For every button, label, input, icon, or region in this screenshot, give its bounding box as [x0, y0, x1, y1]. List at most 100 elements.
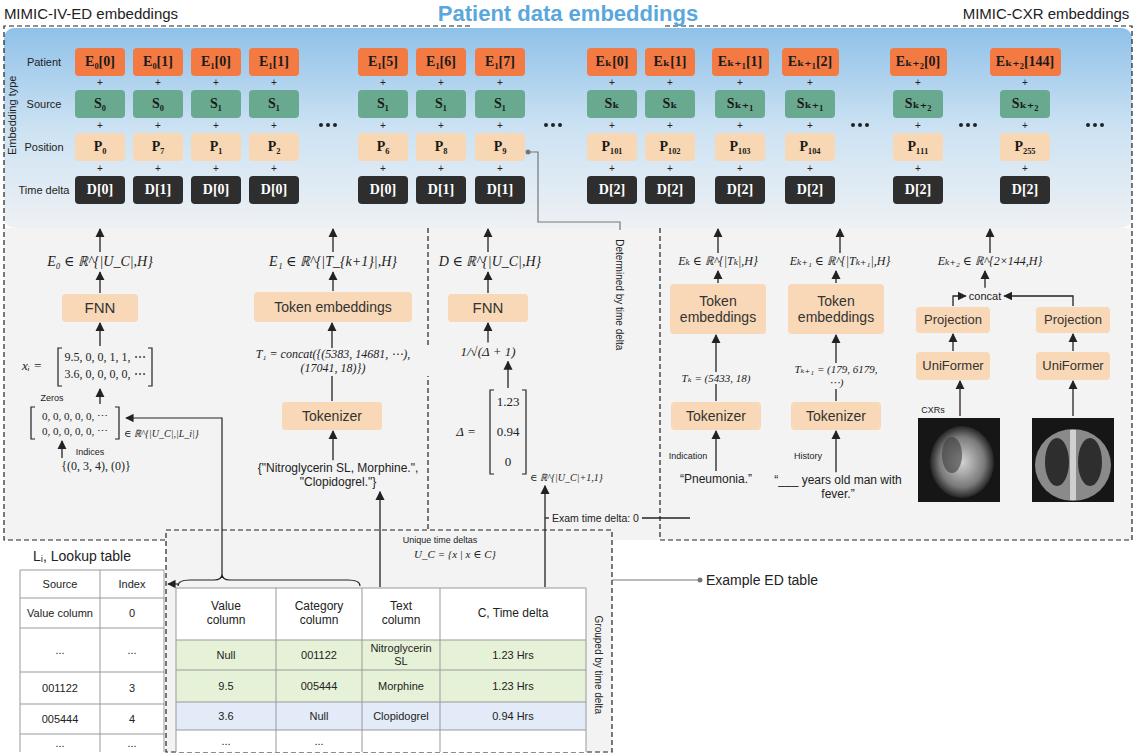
plus-sign: + — [271, 163, 277, 175]
node-text: E₁[7] — [485, 54, 515, 70]
node-text: P₁₀₂ — [659, 139, 680, 155]
embedding-token: D[1] — [475, 176, 525, 204]
flow-arrow — [717, 229, 718, 253]
node-text: P₁₀₁ — [601, 139, 622, 155]
node-text: D[0] — [87, 182, 113, 198]
leader-line — [612, 579, 698, 580]
node-text: P₈ — [435, 139, 448, 155]
text-label: 3 — [129, 682, 135, 695]
ellipsis-dot — [1100, 123, 1104, 127]
process-box: Tokenizer — [671, 402, 761, 430]
flow-arrow — [332, 272, 333, 291]
text-label: 3.6 — [218, 710, 233, 723]
text-label: Eₖ ∈ ℝ^{|Tₖ|,H} — [678, 255, 758, 269]
layout-shape — [942, 437, 962, 473]
node-text: D[2] — [657, 182, 683, 198]
flow-arrow — [99, 323, 100, 346]
plus-sign: + — [438, 77, 444, 89]
table-grid — [176, 588, 586, 752]
plus-sign: + — [609, 163, 615, 175]
embedding-token: Sₖ₊₂ — [893, 90, 943, 118]
leader-line — [642, 517, 690, 518]
embedding-token: Eₖ₊₂[144] — [990, 48, 1061, 76]
node-text: Token embeddings — [678, 293, 758, 325]
text-label: MIMIC-IV-ED embeddings — [4, 5, 178, 22]
node-text: E₁[5] — [368, 54, 398, 70]
node-text: S₁ — [435, 96, 447, 112]
text-label: D ∈ ℝ^{|U_C|,H} — [439, 254, 541, 270]
text-label: Nitroglycerin SL — [364, 642, 438, 667]
text-label: Eₖ₊₂ ∈ ℝ^{2×144,H} — [938, 255, 1043, 269]
flow-arrow — [379, 492, 380, 587]
leader-arrow — [168, 583, 178, 584]
plus-sign: + — [213, 163, 219, 175]
embedding-token: D[2] — [715, 176, 765, 204]
node-text: UniFormer — [1042, 359, 1103, 374]
layout-shape — [319, 123, 1104, 127]
region-divider — [427, 228, 428, 530]
connector — [952, 334, 953, 351]
ellipsis-dot — [851, 123, 855, 127]
lookup-table — [20, 570, 164, 752]
text-label: History — [794, 451, 822, 461]
text-label: ∈ ℝ^{|U_C|+1,1} — [530, 472, 603, 484]
process-box: FNN — [62, 294, 138, 322]
plus-sign: + — [497, 120, 503, 132]
text-label: E₀ ∈ ℝ^{|U_C|,H} — [47, 254, 153, 270]
embedding-token: D[0] — [75, 176, 125, 204]
text-label: 1.23 Hrs — [492, 680, 534, 693]
plus-sign: + — [737, 77, 743, 89]
matrix-bracket — [148, 348, 152, 386]
embedding-token: S₁ — [475, 90, 525, 118]
flow-arrow — [715, 431, 716, 471]
node-text: D[1] — [145, 182, 171, 198]
matrix-bracket — [31, 407, 35, 439]
node-text: D[1] — [487, 182, 513, 198]
node-text: Eₖ[0] — [596, 54, 629, 70]
embedding-token: E₁[0] — [191, 48, 241, 76]
node-text: Sₖ₊₁ — [727, 96, 754, 112]
plus-sign: + — [807, 120, 813, 132]
text-label: ... — [55, 737, 64, 750]
node-text: D[0] — [203, 182, 229, 198]
text-label: Embedding type — [7, 75, 20, 155]
node-text: FNN — [473, 299, 504, 316]
text-label: 9.5, 0, 0, 1, 1, ⋯ — [65, 351, 146, 365]
text-label: ∈ ℝ^{|U_C|,|L_i|} — [124, 428, 199, 440]
plus-sign: + — [737, 163, 743, 175]
node-text: P₁₀₃ — [729, 139, 750, 155]
embedding-token: Eₖ₊₁[1] — [712, 48, 769, 76]
region-ground — [4, 228, 1132, 540]
embedding-token: Eₖ₊₁[2] — [782, 48, 839, 76]
connector — [1072, 334, 1073, 351]
region-border — [660, 26, 1132, 540]
text-label: Clopidogrel — [373, 710, 429, 723]
text-label: ... — [314, 735, 323, 748]
flow-arrow — [99, 389, 100, 404]
node-text: P₀ — [94, 139, 107, 155]
embedding-token: D[1] — [416, 176, 466, 204]
plus-sign: + — [380, 163, 386, 175]
node-text: Sₖ₊₁ — [797, 96, 824, 112]
plus-sign: + — [271, 77, 277, 89]
embedding-token: E₁[1] — [249, 48, 299, 76]
text-label: xᵢ = — [22, 359, 42, 374]
layout-shape — [1032, 418, 1114, 502]
text-label: Lᵢ, Lookup table — [33, 548, 131, 564]
text-label: 4 — [129, 713, 135, 726]
text-label: 0.94 — [497, 425, 520, 440]
node-text: S₁ — [210, 96, 222, 112]
text-label: 0, 0, 0, 0, 0, ⋯ — [42, 425, 108, 438]
text-label: Eₖ₊₁ ∈ ℝ^{|Tₖ₊₁|,H} — [790, 255, 891, 269]
text-label: Value column — [196, 600, 256, 628]
table-row — [176, 640, 586, 702]
ellipsis-dot — [1086, 123, 1090, 127]
plus-sign: + — [97, 120, 103, 132]
node-text: Projection — [924, 313, 982, 328]
plus-sign: + — [271, 120, 277, 132]
embedding-token: P₁₀₂ — [645, 133, 695, 161]
matrix-bracket — [115, 407, 119, 439]
text-label: Source — [43, 578, 78, 591]
ellipsis-dot — [333, 123, 337, 127]
